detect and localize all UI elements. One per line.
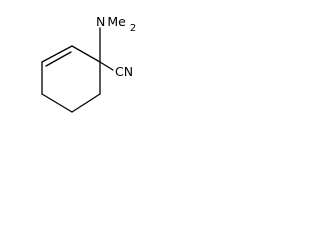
ring-double-bond-inner xyxy=(45,51,72,67)
ring-bond-c5-c6 xyxy=(71,93,101,113)
methyl-group-label: Me xyxy=(107,14,126,29)
nitrile-group-label: CN xyxy=(115,64,133,79)
ring-bond-c4-c5 xyxy=(41,93,73,113)
cyclohexene-ring xyxy=(41,45,101,113)
nitrogen-symbol: N xyxy=(96,14,105,29)
ring-bond-c2-c3 xyxy=(41,45,73,63)
ring-bond-c1-c2 xyxy=(71,45,101,63)
bond-c1-cn xyxy=(99,61,114,71)
methyl-count-subscript: 2 xyxy=(130,23,136,34)
